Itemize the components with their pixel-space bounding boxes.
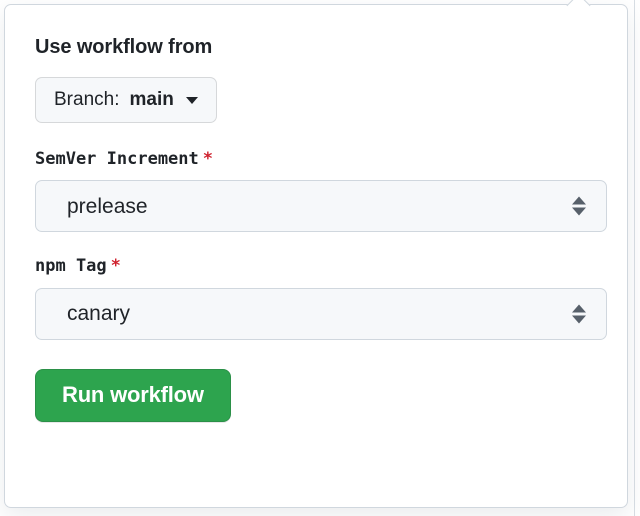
branch-name-label: main — [129, 89, 174, 110]
semver-increment-select[interactable]: prelease — [35, 180, 607, 233]
sort-updown-icon — [572, 196, 586, 216]
npm-tag-label-text: npm Tag — [35, 256, 107, 277]
arrow-down-icon — [572, 315, 586, 323]
arrow-up-icon — [572, 304, 586, 312]
page-right-edge — [634, 0, 635, 516]
sort-updown-icon — [572, 304, 586, 323]
required-asterisk: * — [202, 149, 214, 169]
npm-tag-select[interactable]: canary — [35, 287, 607, 340]
arrow-down-icon — [572, 207, 586, 216]
semver-increment-label-text: SemVer Increment — [35, 149, 199, 169]
branch-picker-button[interactable]: Branch: main — [35, 77, 217, 123]
npm-tag-selected-value: canary — [67, 302, 131, 325]
branch-prefix-label: Branch: — [54, 89, 120, 110]
semver-increment-label: SemVer Increment* — [35, 149, 597, 170]
popover-body: Use workflow from Branch: main SemVer In… — [5, 5, 627, 422]
workflow-dispatch-popover: Use workflow from Branch: main SemVer In… — [4, 0, 628, 508]
npm-tag-field: npm Tag* canary — [35, 256, 607, 340]
arrow-up-icon — [572, 196, 586, 205]
npm-tag-label: npm Tag* — [35, 256, 597, 277]
required-asterisk: * — [110, 256, 121, 277]
semver-increment-field: SemVer Increment* prelease — [35, 149, 607, 233]
branch-field: Branch: main — [35, 77, 597, 123]
run-workflow-button[interactable]: Run workflow — [35, 368, 231, 422]
page-title: Use workflow from — [35, 36, 213, 58]
chevron-down-icon — [185, 96, 198, 104]
semver-increment-selected-value: prelease — [67, 194, 148, 218]
